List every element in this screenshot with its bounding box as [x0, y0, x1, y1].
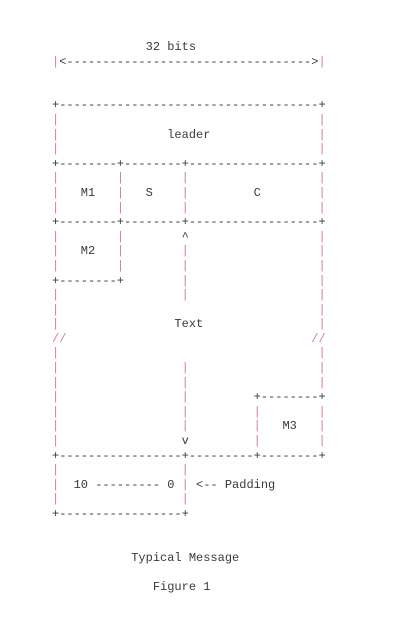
diagram-line: | Text | [52, 317, 326, 332]
diagram-line: | | | | [52, 258, 326, 273]
diagram-line: | | [52, 112, 326, 127]
diagram-line: |<---------------------------------->| [52, 54, 326, 69]
diagram-line: | M1 | S | C | [52, 185, 326, 200]
diagram-line: | | [52, 492, 189, 507]
diagram-line: | | [52, 346, 326, 361]
diagram-line: +-----------------+---------+--------+ [52, 448, 326, 463]
diagram-line: | leader | [52, 127, 326, 142]
diagram-line: +--------+ | | [52, 273, 326, 288]
diagram-line: | | [52, 463, 189, 478]
diagram-line: | | | [52, 375, 326, 390]
ascii-message-diagram: 32 bits |<------------------------------… [52, 40, 326, 595]
diagram-line: | | | | [52, 404, 326, 419]
diagram-line: Figure 1 [52, 579, 211, 594]
diagram-line: | v | | [52, 434, 326, 449]
diagram-line: | | ^ | [52, 229, 326, 244]
diagram-line: 32 bits [52, 40, 197, 54]
diagram-line: | | [52, 302, 326, 317]
diagram-line: // // [52, 331, 326, 346]
diagram-line: | | | [52, 288, 326, 303]
diagram-line: | | +--------+ [52, 390, 326, 405]
diagram-line: +--------+--------+------------------+ [52, 215, 326, 230]
diagram-line: | | | | [52, 171, 326, 186]
diagram-line: | | | [52, 361, 326, 376]
diagram-line: | | | | [52, 200, 326, 215]
diagram-line: Typical Message [52, 550, 240, 565]
diagram-line: +-----------------+ [52, 507, 189, 521]
diagram-line: +--------+--------+------------------+ [52, 156, 326, 171]
diagram-line: | M2 | | | [52, 244, 326, 259]
diagram-line: | 10 --------- 0 | <-- Padding [52, 477, 276, 492]
diagram-line: | | [52, 142, 326, 157]
diagram-line: | | | M3 | [52, 419, 326, 434]
diagram-line: +------------------------------------+ [52, 98, 326, 113]
